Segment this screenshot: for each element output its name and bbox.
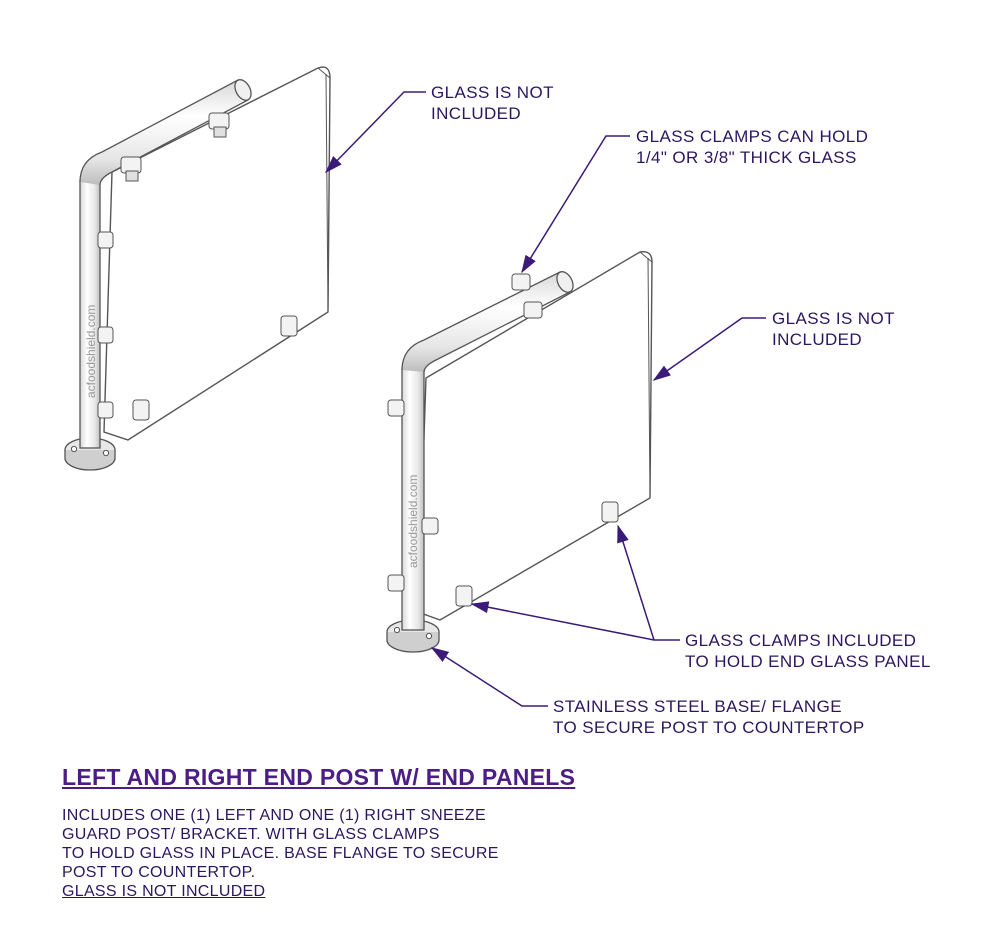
callout-line-2: TO SECURE POST TO COUNTERTOP	[553, 718, 865, 737]
description-line-1: INCLUDES ONE (1) LEFT AND ONE (1) RIGHT …	[62, 807, 486, 824]
callout-line-1: STAINLESS STEEL BASE/ FLANGE	[553, 697, 842, 716]
callout-line-1: GLASS IS NOT	[772, 309, 895, 328]
leader-base-flange	[430, 647, 548, 707]
right-post-clamp-2	[421, 517, 439, 535]
left-post-clamp-3	[97, 401, 114, 419]
left-panel-clamp-2	[280, 315, 298, 337]
callout-base-flange: STAINLESS STEEL BASE/ FLANGE TO SECURE P…	[553, 696, 865, 738]
right-post	[401, 271, 574, 631]
drawing-title: LEFT AND RIGHT END POST W/ END PANELS	[62, 764, 576, 790]
left-post-clamp-1	[97, 231, 114, 249]
left-base-flange	[64, 437, 116, 471]
left-clamp-top-2	[208, 112, 230, 138]
left-glass-panel	[103, 66, 331, 441]
leader-lines	[324, 91, 766, 707]
right-glass-panel	[417, 251, 653, 621]
leader-clamps-hold	[521, 135, 630, 274]
callout-line-2: INCLUDED	[772, 330, 863, 349]
right-post-clamp-3	[387, 574, 405, 592]
right-post-clamp-1	[387, 399, 405, 417]
left-clamp-top-1	[120, 156, 142, 182]
callout-line-1: GLASS IS NOT	[431, 83, 554, 102]
left-panel-clamp-1	[132, 399, 150, 421]
description-line-2: GUARD POST/ BRACKET. WITH GLASS CLAMPS	[62, 826, 440, 843]
description-line-3: TO HOLD GLASS IN PLACE. BASE FLANGE TO S…	[62, 845, 499, 862]
callout-line-1: GLASS CLAMPS CAN HOLD	[636, 127, 869, 146]
right-end-post-assembly	[386, 251, 653, 653]
callout-line-2: 1/4" OR 3/8" THICK GLASS	[636, 148, 857, 167]
description-block: INCLUDES ONE (1) LEFT AND ONE (1) RIGHT …	[62, 806, 499, 901]
callout-glass-not-included-right: GLASS IS NOT INCLUDED	[772, 308, 895, 350]
leader-glass-right	[652, 317, 766, 381]
leader-glass-left	[324, 91, 426, 174]
right-base-flange	[386, 619, 440, 653]
callout-glass-clamps-hold: GLASS CLAMPS CAN HOLD 1/4" OR 3/8" THICK…	[636, 126, 868, 168]
watermark-left: acfoodshield.com	[84, 304, 98, 398]
callout-glass-not-included-left: GLASS IS NOT INCLUDED	[431, 82, 554, 124]
callout-line-1: GLASS CLAMPS INCLUDED	[685, 631, 917, 650]
right-panel-clamp-2	[601, 501, 619, 523]
glass-not-included-note: GLASS IS NOT INCLUDED	[62, 883, 266, 900]
callout-line-2: TO HOLD END GLASS PANEL	[685, 652, 931, 671]
left-post	[79, 79, 252, 449]
leader-clamps-included-2	[617, 524, 655, 641]
callout-glass-clamps-included: GLASS CLAMPS INCLUDED TO HOLD END GLASS …	[685, 630, 931, 672]
callout-line-2: INCLUDED	[431, 104, 522, 123]
left-post-clamp-2	[97, 326, 114, 344]
right-panel-clamp-1	[455, 585, 473, 607]
watermark-right: acfoodshield.com	[406, 474, 420, 568]
description-line-4: POST TO COUNTERTOP.	[62, 864, 256, 881]
left-end-post-assembly	[64, 66, 331, 471]
right-clamp-top-1	[511, 273, 543, 319]
